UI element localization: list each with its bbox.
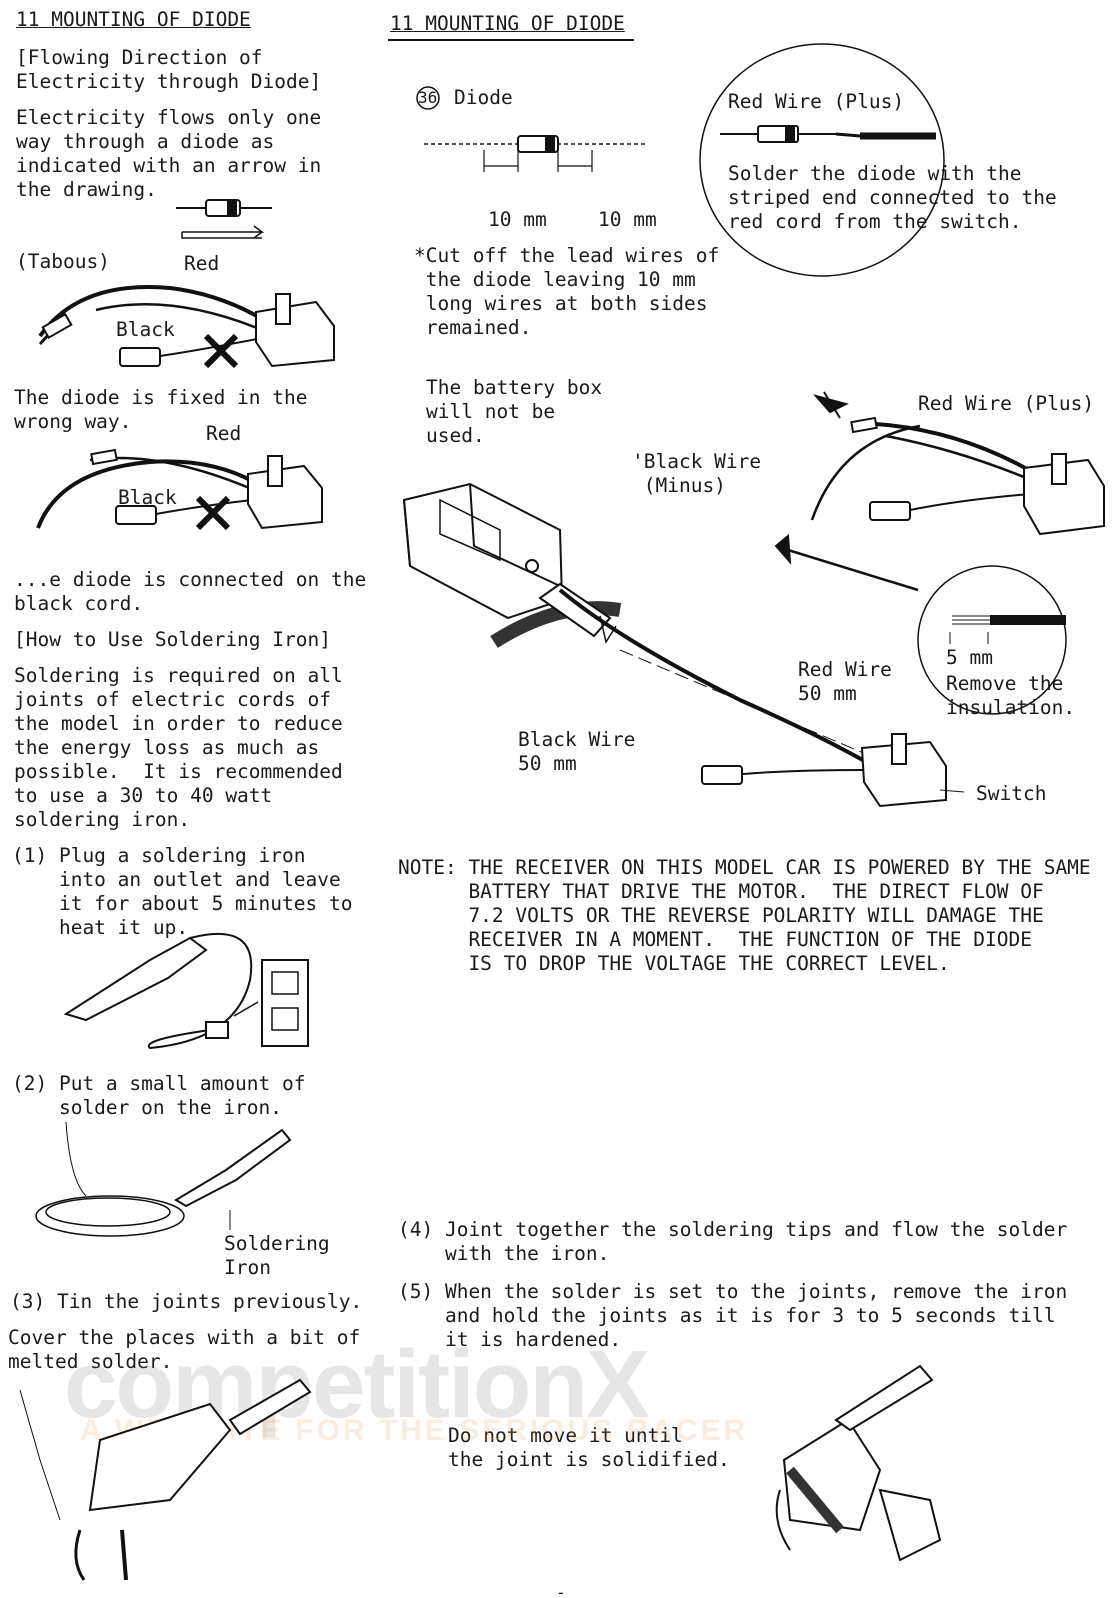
dont-move-2: the joint is solidified. [448, 1448, 730, 1471]
part-number: 36 [418, 88, 438, 107]
flow-diode-figure [176, 199, 272, 239]
cut-note-4: remained. [414, 316, 532, 339]
circle-text-1: Solder the diode with the [728, 162, 1022, 185]
flow-text-1: Electricity flows only one [16, 106, 322, 129]
insulation-text-1: Remove the [946, 672, 1064, 695]
flow-text-2: way through a diode as [16, 130, 275, 153]
red-wire-len-1: Red Wire [798, 658, 892, 681]
diode-part-figure [416, 86, 646, 172]
dim-right: 10 mm [598, 208, 657, 231]
note-line-5: IS TO DROP THE VOLTAGE THE CORRECT LEVEL… [398, 952, 950, 975]
note-line-3: 7.2 VOLTS OR THE REVERSE POLARITY WILL D… [398, 904, 1044, 927]
black-wire-minus-2: (Minus) [632, 474, 726, 497]
step2-line-2: solder on the iron. [12, 1096, 283, 1119]
soldering-iron-label-1: Soldering [224, 1232, 330, 1255]
fig1-red-label: Red [184, 252, 220, 275]
dont-move-1: Do not move it until [448, 1424, 683, 1447]
joining-tips-figure [775, 1364, 942, 1562]
taboos-label: (Tabous) [16, 250, 110, 273]
iron-text-4: the energy loss as much as [14, 736, 320, 759]
black-wire-minus-1: 'Black Wire [632, 450, 762, 473]
step5-line-1: (5) When the solder is set to the joints… [398, 1280, 1068, 1303]
flow-title-1: [Flowing Direction of [16, 46, 263, 69]
soldering-iron-outlet-figure [63, 932, 309, 1050]
dim-left: 10 mm [488, 208, 547, 231]
cut-note-3: long wires at both sides [414, 292, 708, 315]
step1-line-3: it for about 5 minutes to [12, 892, 353, 915]
step1-line-4: heat it up. [12, 916, 189, 939]
page-number: - [556, 1583, 566, 1598]
switch-wiring-figure [774, 391, 1105, 592]
step3-line-3: melted solder. [8, 1350, 173, 1373]
note-line-2: BATTERY THAT DRIVE THE MOTOR. THE DIRECT… [398, 880, 1044, 903]
note-line-4: RECEIVER IN A MOMENT. THE FUNCTION OF TH… [398, 928, 1032, 951]
flow-text-4: the drawing. [16, 178, 157, 201]
cut-note-1: *Cut off the lead wires of [414, 244, 720, 267]
insulation-detail-circle [917, 565, 1067, 715]
iron-text-3: the model in order to reduce [14, 712, 343, 735]
iron-text-1: Soldering is required on all [14, 664, 343, 687]
left-heading: 11 MOUNTING OF DIODE [16, 8, 251, 31]
step5-line-3: it is hardened. [398, 1328, 622, 1351]
tinning-joints-figure [19, 1378, 312, 1581]
iron-text-5: possible. It is recommended [14, 760, 343, 783]
fig1-black-label: Black [116, 318, 175, 341]
step3-line-1: (3) Tin the joints previously. [10, 1290, 363, 1313]
circle-text-3: red cord from the switch. [728, 210, 1022, 233]
iron-title: [How to Use Soldering Iron] [14, 628, 331, 651]
taboo-figure-2 [36, 448, 323, 531]
red-wire-plus-label: Red Wire (Plus) [918, 392, 1095, 415]
fig2-caption-1: ...e diode is connected on the [14, 568, 367, 591]
switch-label: Switch [976, 782, 1047, 805]
insulation-dim: 5 mm [946, 646, 993, 669]
fig2-black-label: Black [118, 486, 177, 509]
black-wire-len-1: Black Wire [518, 728, 636, 751]
battery-note-2: will not be [426, 400, 556, 423]
fig2-caption-2: black cord. [14, 592, 144, 615]
black-wire-len-2: 50 mm [518, 752, 577, 775]
iron-text-7: soldering iron. [14, 808, 191, 831]
flow-title-2: Electricity through Diode] [16, 70, 322, 93]
red-wire-len-2: 50 mm [798, 682, 857, 705]
cut-note-2: the diode leaving 10 mm [414, 268, 696, 291]
step1-line-2: into an outlet and leave [12, 868, 341, 891]
soldering-iron-label-2: Iron [224, 1256, 271, 1279]
step2-line-1: (2) Put a small amount of [12, 1072, 306, 1095]
battery-note-1: The battery box [426, 376, 603, 399]
step1-line-1: (1) Plug a soldering iron [12, 844, 306, 867]
step5-line-2: and hold the joints as it is for 3 to 5 … [398, 1304, 1056, 1327]
fig1-caption-2: wrong way. [14, 410, 132, 433]
taboo-figure-1 [38, 285, 335, 369]
step4-line-1: (4) Joint together the soldering tips an… [398, 1218, 1068, 1241]
right-heading: 11 MOUNTING OF DIODE [390, 12, 625, 35]
part-name: Diode [454, 86, 513, 109]
circle-text-2: striped end connected to the [728, 186, 1057, 209]
flow-text-3: indicated with an arrow in [16, 154, 322, 177]
solder-on-iron-figure [35, 1121, 292, 1237]
fig1-caption-1: The diode is fixed in the [14, 386, 308, 409]
fig2-red-label: Red [206, 422, 242, 445]
note-line-1: NOTE: THE RECEIVER ON THIS MODEL CAR IS … [398, 856, 1091, 879]
step3-line-2: Cover the places with a bit of [8, 1326, 361, 1349]
iron-text-2: joints of electric cords of [14, 688, 331, 711]
iron-text-6: to use a 30 to 40 watt [14, 784, 273, 807]
diode-detail-circle [699, 43, 945, 277]
battery-box-figure [402, 482, 965, 808]
circle-title: Red Wire (Plus) [728, 90, 905, 113]
battery-note-3: used. [426, 424, 485, 447]
step4-line-2: with the iron. [398, 1242, 610, 1265]
